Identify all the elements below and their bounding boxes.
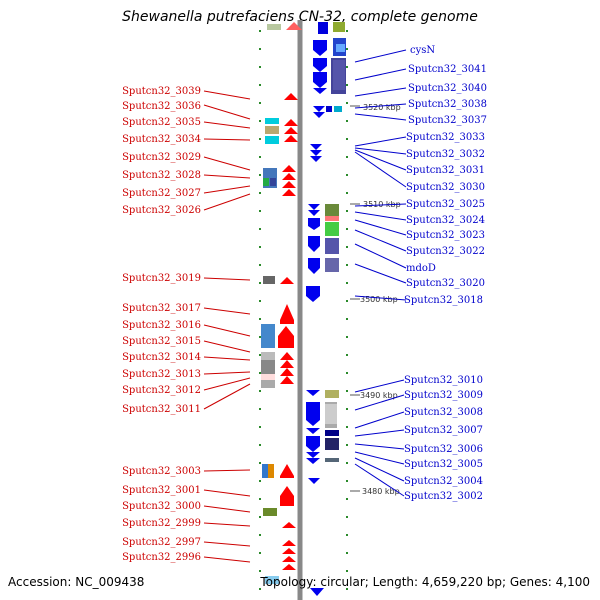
kbp-3480: 3480 kbp — [362, 487, 400, 496]
gene-label-mdod: mdoD — [406, 263, 436, 274]
gene-label-sputcn32-3016: Sputcn32_3016 — [122, 320, 201, 331]
gene-label-cysn: cysN — [410, 45, 435, 56]
tick-dots — [259, 30, 348, 590]
gene-label-sputcn32-3039: Sputcn32_3039 — [122, 86, 201, 97]
topology-text: Topology: circular; Length: 4,659,220 bp… — [260, 575, 590, 589]
gene-label-sputcn32-3040: Sputcn32_3040 — [408, 83, 487, 94]
gene-label-sputcn32-3029: Sputcn32_3029 — [122, 152, 201, 163]
gene-label-sputcn32-3041: Sputcn32_3041 — [408, 64, 487, 75]
gene-label-sputcn32-3025: Sputcn32_3025 — [406, 199, 485, 210]
gene-label-sputcn32-3035: Sputcn32_3035 — [122, 117, 201, 128]
gene-label-sputcn32-3036: Sputcn32_3036 — [122, 101, 201, 112]
gene-label-sputcn32-3001: Sputcn32_3001 — [122, 485, 201, 496]
gene-label-sputcn32-3010: Sputcn32_3010 — [404, 375, 483, 386]
gene-label-sputcn32-3014: Sputcn32_3014 — [122, 352, 201, 363]
gene-label-sputcn32-3005: Sputcn32_3005 — [404, 459, 483, 470]
gene-label-sputcn32-3028: Sputcn32_3028 — [122, 170, 201, 181]
genome-title: Shewanella putrefaciens CN-32, complete … — [122, 9, 478, 25]
gene-label-sputcn32-3023: Sputcn32_3023 — [406, 230, 485, 241]
top-features — [267, 22, 345, 34]
gene-label-sputcn32-3030: Sputcn32_3030 — [406, 182, 485, 193]
forward-genes — [261, 93, 298, 584]
gene-label-sputcn32-3007: Sputcn32_3007 — [404, 425, 483, 436]
reverse-genes — [306, 38, 346, 596]
gene-label-sputcn32-3031: Sputcn32_3031 — [406, 165, 485, 176]
gene-label-sputcn32-3033: Sputcn32_3033 — [406, 132, 485, 143]
gene-label-sputcn32-3026: Sputcn32_3026 — [122, 205, 201, 216]
gene-label-sputcn32-3017: Sputcn32_3017 — [122, 303, 201, 314]
gene-label-sputcn32-3004: Sputcn32_3004 — [404, 476, 483, 487]
gene-label-sputcn32-3038: Sputcn32_3038 — [408, 99, 487, 110]
gene-label-sputcn32-3000: Sputcn32_3000 — [122, 501, 201, 512]
gene-label-sputcn32-3032: Sputcn32_3032 — [406, 149, 485, 160]
scale-ticks: 3520 kbp 3510 kbp 3500 kbp 3490 kbp 3480… — [350, 103, 401, 496]
gene-label-sputcn32-3011: Sputcn32_3011 — [122, 404, 201, 415]
gene-label-sputcn32-3006: Sputcn32_3006 — [404, 444, 483, 455]
gene-label-sputcn32-3008: Sputcn32_3008 — [404, 407, 483, 418]
gene-label-sputcn32-3018: Sputcn32_3018 — [404, 295, 483, 306]
kbp-3490: 3490 kbp — [360, 391, 398, 400]
gene-label-sputcn32-2996: Sputcn32_2996 — [122, 552, 201, 563]
right-labels: cysN Sputcn32_3041 Sputcn32_3040 Sputcn3… — [354, 45, 487, 502]
gene-label-sputcn32-3002: Sputcn32_3002 — [404, 491, 483, 502]
gene-label-sputcn32-3015: Sputcn32_3015 — [122, 336, 201, 347]
gene-label-sputcn32-3027: Sputcn32_3027 — [122, 188, 201, 199]
gene-label-sputcn32-3022: Sputcn32_3022 — [406, 246, 485, 257]
gene-label-sputcn32-3034: Sputcn32_3034 — [122, 134, 201, 145]
kbp-3520: 3520 kbp — [363, 103, 401, 112]
gene-label-sputcn32-3020: Sputcn32_3020 — [406, 278, 485, 289]
gene-label-sputcn32-3009: Sputcn32_3009 — [404, 390, 483, 401]
gene-label-sputcn32-3019: Sputcn32_3019 — [122, 273, 201, 284]
gene-label-sputcn32-3024: Sputcn32_3024 — [406, 215, 485, 226]
gene-label-sputcn32-3037: Sputcn32_3037 — [408, 115, 487, 126]
accession-text: Accession: NC_009438 — [8, 575, 145, 589]
gene-label-sputcn32-2999: Sputcn32_2999 — [122, 518, 201, 529]
gene-label-sputcn32-3013: Sputcn32_3013 — [122, 369, 201, 380]
kbp-3500: 3500 kbp — [360, 295, 398, 304]
gene-label-sputcn32-3012: Sputcn32_3012 — [122, 385, 201, 396]
gene-label-sputcn32-2997: Sputcn32_2997 — [122, 537, 201, 548]
left-labels: Sputcn32_3039 Sputcn32_3036 Sputcn32_303… — [122, 86, 251, 563]
gene-label-sputcn32-3003: Sputcn32_3003 — [122, 466, 201, 477]
